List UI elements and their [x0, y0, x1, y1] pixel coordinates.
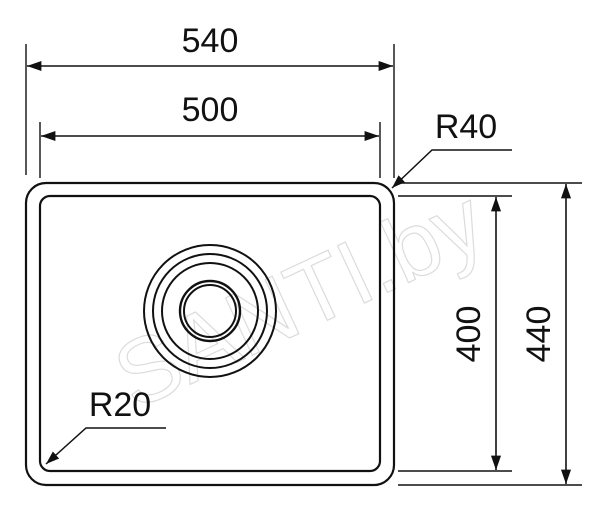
sink-outer-outline	[24, 181, 396, 487]
drain-inner-ring	[161, 262, 259, 360]
outer-radius-label: R40	[435, 108, 497, 146]
inner-radius-leader	[45, 427, 166, 465]
inner-width-label: 500	[182, 91, 239, 129]
drain	[143, 244, 277, 378]
outer-width-label: 540	[182, 22, 239, 60]
drain-middle-ring	[152, 253, 268, 369]
drain-hole-inner	[183, 284, 237, 338]
outer-radius-leader	[391, 149, 512, 189]
watermark: SANTI.by	[100, 170, 500, 429]
outer-height-label: 440	[520, 306, 558, 363]
sink-inner-outline	[38, 194, 382, 473]
drain-outer-ring	[143, 244, 277, 378]
inner-radius-label: R20	[89, 386, 151, 424]
inner-height-label: 400	[450, 306, 488, 363]
drain-hole-outer	[178, 279, 242, 343]
